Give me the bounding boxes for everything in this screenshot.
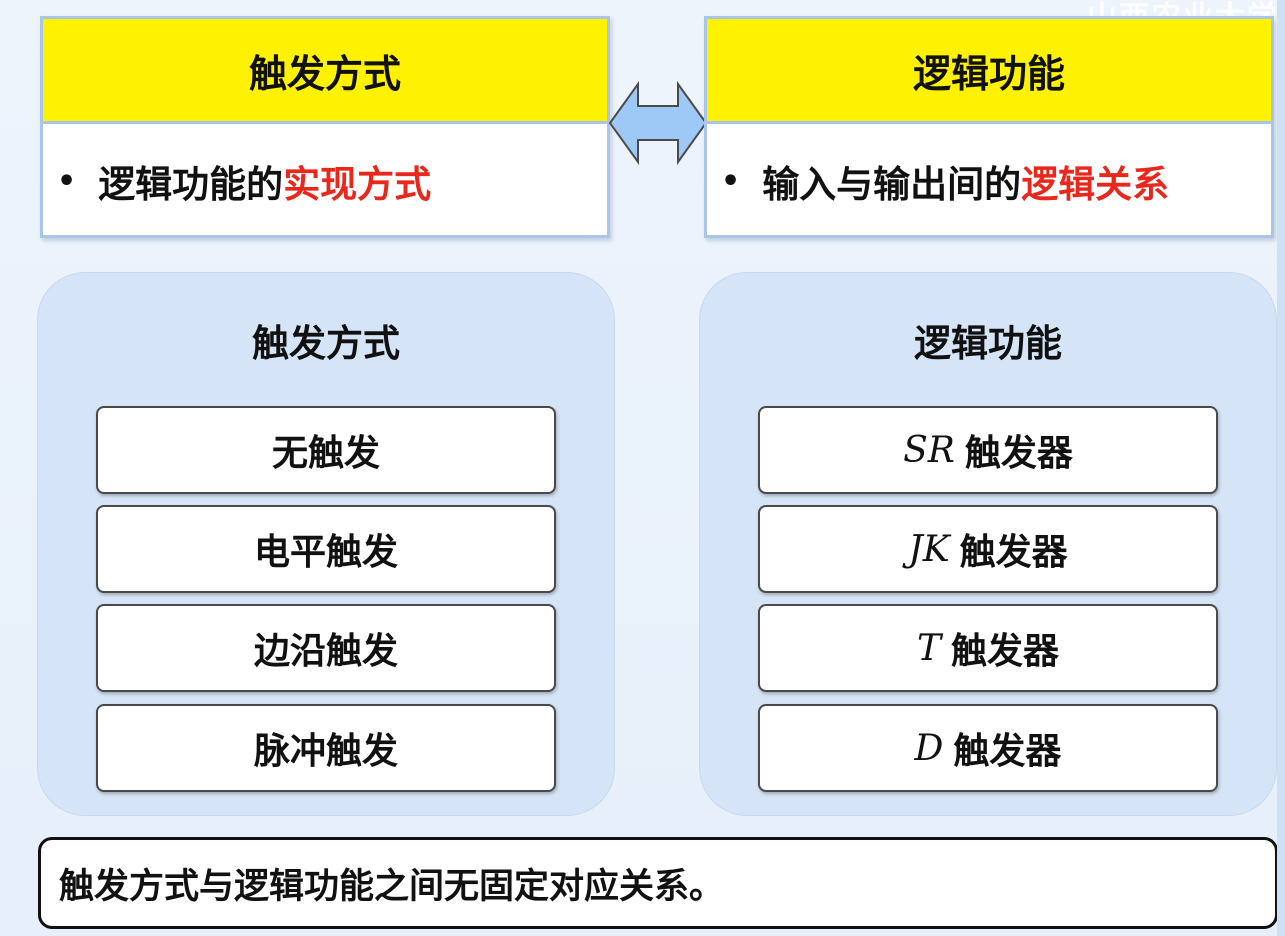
list-item: 边沿触发 xyxy=(96,604,556,692)
list-item: 电平触发 xyxy=(96,505,556,593)
flipflop-label: 触发器 xyxy=(951,631,1060,672)
description-text: 逻辑功能的 xyxy=(98,163,284,206)
panel-title: 逻辑功能 xyxy=(914,322,1062,365)
flipflop-symbol: SR xyxy=(903,429,955,471)
bullet: • xyxy=(721,163,741,199)
flipflop-symbol: T xyxy=(916,627,941,669)
description-highlight: 逻辑关系 xyxy=(1021,163,1170,206)
double-arrow-icon xyxy=(608,78,708,168)
description-highlight: 实现方式 xyxy=(283,163,432,206)
trigger-mode-header: 触发方式 xyxy=(43,19,607,124)
trigger-mode-description: • 逻辑功能的实现方式 xyxy=(43,124,607,238)
logic-function-description: • 输入与输出间的逻辑关系 xyxy=(707,124,1271,238)
flipflop-symbol: JK xyxy=(908,528,950,570)
trigger-mode-box: 触发方式 • 逻辑功能的实现方式 xyxy=(40,16,610,238)
flipflop-label: 触发器 xyxy=(959,532,1068,573)
logic-function-header: 逻辑功能 xyxy=(707,19,1271,124)
flipflop-symbol: D xyxy=(914,727,944,769)
flipflop-label: 触发器 xyxy=(953,731,1062,772)
list-item: 脉冲触发 xyxy=(96,704,556,792)
conclusion-note: 触发方式与逻辑功能之间无固定对应关系。 xyxy=(38,837,1278,929)
right-edge-frame xyxy=(1277,0,1285,936)
bullet: • xyxy=(57,163,77,199)
description-text: 输入与输出间的 xyxy=(762,163,1022,206)
panel-title: 触发方式 xyxy=(252,322,400,365)
logic-function-box: 逻辑功能 • 输入与输出间的逻辑关系 xyxy=(704,16,1274,238)
list-item: 无触发 xyxy=(96,406,556,494)
trigger-mode-panel: 触发方式 无触发 电平触发 边沿触发 脉冲触发 xyxy=(37,272,615,816)
flipflop-label: 触发器 xyxy=(964,433,1073,474)
